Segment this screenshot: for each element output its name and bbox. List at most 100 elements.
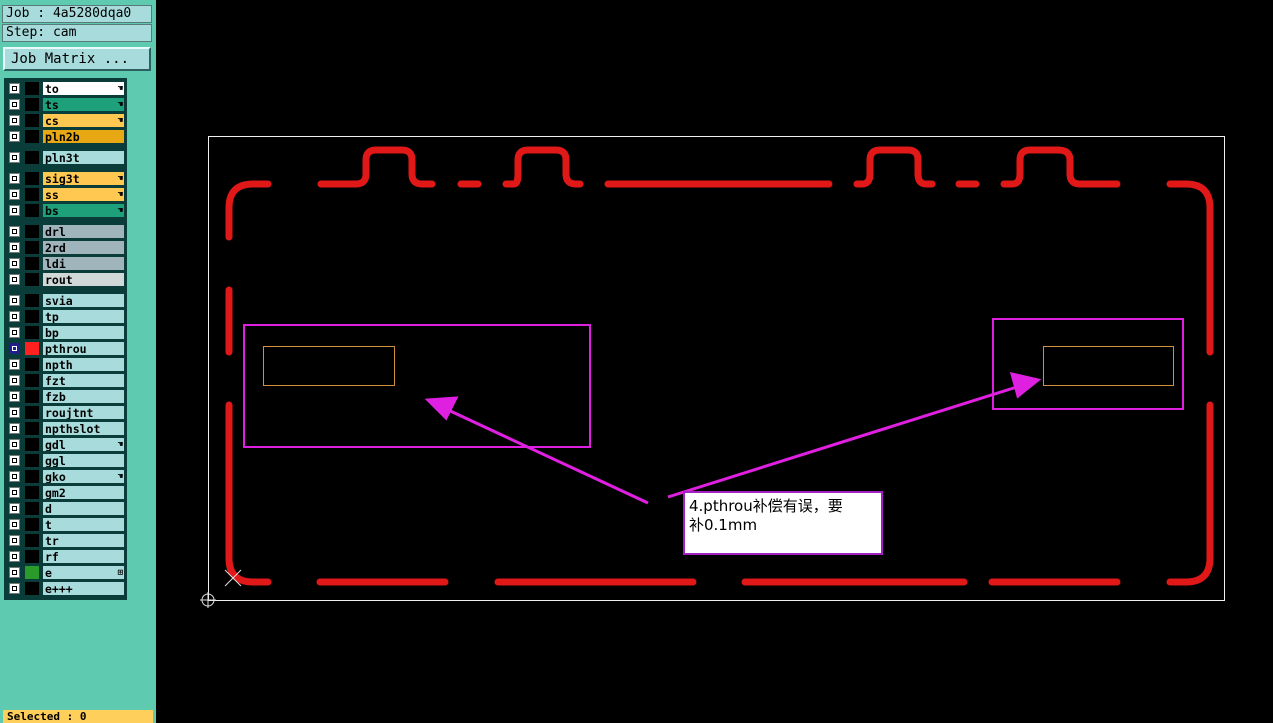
layer-name[interactable]: ts☚ xyxy=(42,97,125,112)
layer-name[interactable]: ldi xyxy=(42,256,125,271)
layer-checkbox[interactable] xyxy=(9,115,20,126)
layer-name[interactable]: gko☚ xyxy=(42,469,125,484)
layer-row-svia[interactable]: svia xyxy=(4,293,125,308)
layer-checkbox[interactable] xyxy=(9,99,20,110)
layer-color-swatch[interactable] xyxy=(25,374,39,387)
layer-color-swatch[interactable] xyxy=(25,130,39,143)
layer-color-swatch[interactable] xyxy=(25,225,39,238)
layer-row-npthslot[interactable]: npthslot xyxy=(4,421,125,436)
layer-color-swatch[interactable] xyxy=(25,172,39,185)
layer-checkbox[interactable] xyxy=(9,487,20,498)
layer-checkbox[interactable] xyxy=(9,423,20,434)
layer-name[interactable]: gdl☚ xyxy=(42,437,125,452)
layer-color-swatch[interactable] xyxy=(25,114,39,127)
layer-row-tr[interactable]: tr xyxy=(4,533,125,548)
layer-name[interactable]: cs☚ xyxy=(42,113,125,128)
layer-checkbox[interactable] xyxy=(9,375,20,386)
layer-row-ldi[interactable]: ldi xyxy=(4,256,125,271)
layer-name[interactable]: fzb xyxy=(42,389,125,404)
layer-name[interactable]: e⊞ xyxy=(42,565,125,580)
layer-row-tp[interactable]: tp xyxy=(4,309,125,324)
layer-name[interactable]: pthrou xyxy=(42,341,125,356)
layer-checkbox[interactable] xyxy=(9,455,20,466)
layer-name[interactable]: svia xyxy=(42,293,125,308)
layer-row-gm2[interactable]: gm2 xyxy=(4,485,125,500)
layer-checkbox[interactable] xyxy=(9,551,20,562)
layer-row-bp[interactable]: bp xyxy=(4,325,125,340)
layer-checkbox[interactable] xyxy=(9,343,20,354)
layer-name[interactable]: npth xyxy=(42,357,125,372)
layer-color-swatch[interactable] xyxy=(25,151,39,164)
layer-row-to[interactable]: to☚ xyxy=(4,81,125,96)
layer-name[interactable]: rout xyxy=(42,272,125,287)
layer-name[interactable]: d xyxy=(42,501,125,516)
layer-checkbox[interactable] xyxy=(9,503,20,514)
layer-name[interactable]: bs☚ xyxy=(42,203,125,218)
layer-checkbox[interactable] xyxy=(9,471,20,482)
layer-checkbox[interactable] xyxy=(9,407,20,418)
layer-checkbox[interactable] xyxy=(9,189,20,200)
layer-name[interactable]: drl xyxy=(42,224,125,239)
layer-checkbox[interactable] xyxy=(9,327,20,338)
layer-row-ggl[interactable]: ggl xyxy=(4,453,125,468)
layer-checkbox[interactable] xyxy=(9,173,20,184)
layer-name[interactable]: npthslot xyxy=(42,421,125,436)
layer-row-roujtnt[interactable]: roujtnt xyxy=(4,405,125,420)
layer-checkbox[interactable] xyxy=(9,83,20,94)
layer-color-swatch[interactable] xyxy=(25,470,39,483)
layer-color-swatch[interactable] xyxy=(25,582,39,595)
layer-row-rf[interactable]: rf xyxy=(4,549,125,564)
layer-color-swatch[interactable] xyxy=(25,390,39,403)
layer-color-swatch[interactable] xyxy=(25,294,39,307)
layer-color-swatch[interactable] xyxy=(25,342,39,355)
layer-checkbox[interactable] xyxy=(9,295,20,306)
layer-name[interactable]: ggl xyxy=(42,453,125,468)
layer-color-swatch[interactable] xyxy=(25,241,39,254)
layer-row-ts[interactable]: ts☚ xyxy=(4,97,125,112)
layer-name[interactable]: bp xyxy=(42,325,125,340)
layer-color-swatch[interactable] xyxy=(25,422,39,435)
layer-name[interactable]: roujtnt xyxy=(42,405,125,420)
layer-color-swatch[interactable] xyxy=(25,486,39,499)
layer-row-eplusplusplus[interactable]: e+++ xyxy=(4,581,125,596)
layer-row-ss[interactable]: ss☚ xyxy=(4,187,125,202)
layer-name[interactable]: fzt xyxy=(42,373,125,388)
layer-row-pthrou[interactable]: pthrou xyxy=(4,341,125,356)
layer-row-cs[interactable]: cs☚ xyxy=(4,113,125,128)
layer-row-d[interactable]: d xyxy=(4,501,125,516)
layer-checkbox[interactable] xyxy=(9,131,20,142)
layer-list-scrollbar[interactable] xyxy=(127,78,153,600)
layer-checkbox[interactable] xyxy=(9,242,20,253)
layer-row-2rd[interactable]: 2rd xyxy=(4,240,125,255)
layer-checkbox[interactable] xyxy=(9,311,20,322)
layer-row-e[interactable]: e⊞ xyxy=(4,565,125,580)
layer-color-swatch[interactable] xyxy=(25,98,39,111)
layer-name[interactable]: pln3t xyxy=(42,150,125,165)
graphic-canvas[interactable] xyxy=(156,0,1273,723)
layer-checkbox[interactable] xyxy=(9,205,20,216)
layer-row-pln3t[interactable]: pln3t xyxy=(4,150,125,165)
layer-checkbox[interactable] xyxy=(9,439,20,450)
layer-name[interactable]: ss☚ xyxy=(42,187,125,202)
layer-color-swatch[interactable] xyxy=(25,566,39,579)
layer-checkbox[interactable] xyxy=(9,152,20,163)
layer-color-swatch[interactable] xyxy=(25,326,39,339)
layer-row-sig3t[interactable]: sig3t☚ xyxy=(4,171,125,186)
layer-color-swatch[interactable] xyxy=(25,406,39,419)
layer-color-swatch[interactable] xyxy=(25,204,39,217)
layer-checkbox[interactable] xyxy=(9,226,20,237)
layer-name[interactable]: rf xyxy=(42,549,125,564)
layer-row-fzb[interactable]: fzb xyxy=(4,389,125,404)
layer-name[interactable]: 2rd xyxy=(42,240,125,255)
layer-color-swatch[interactable] xyxy=(25,310,39,323)
layer-color-swatch[interactable] xyxy=(25,273,39,286)
layer-color-swatch[interactable] xyxy=(25,518,39,531)
layer-row-gdl[interactable]: gdl☚ xyxy=(4,437,125,452)
layer-color-swatch[interactable] xyxy=(25,358,39,371)
layer-name[interactable]: sig3t☚ xyxy=(42,171,125,186)
layer-row-drl[interactable]: drl xyxy=(4,224,125,239)
layer-checkbox[interactable] xyxy=(9,258,20,269)
layer-name[interactable]: t xyxy=(42,517,125,532)
layer-checkbox[interactable] xyxy=(9,519,20,530)
layer-color-swatch[interactable] xyxy=(25,534,39,547)
